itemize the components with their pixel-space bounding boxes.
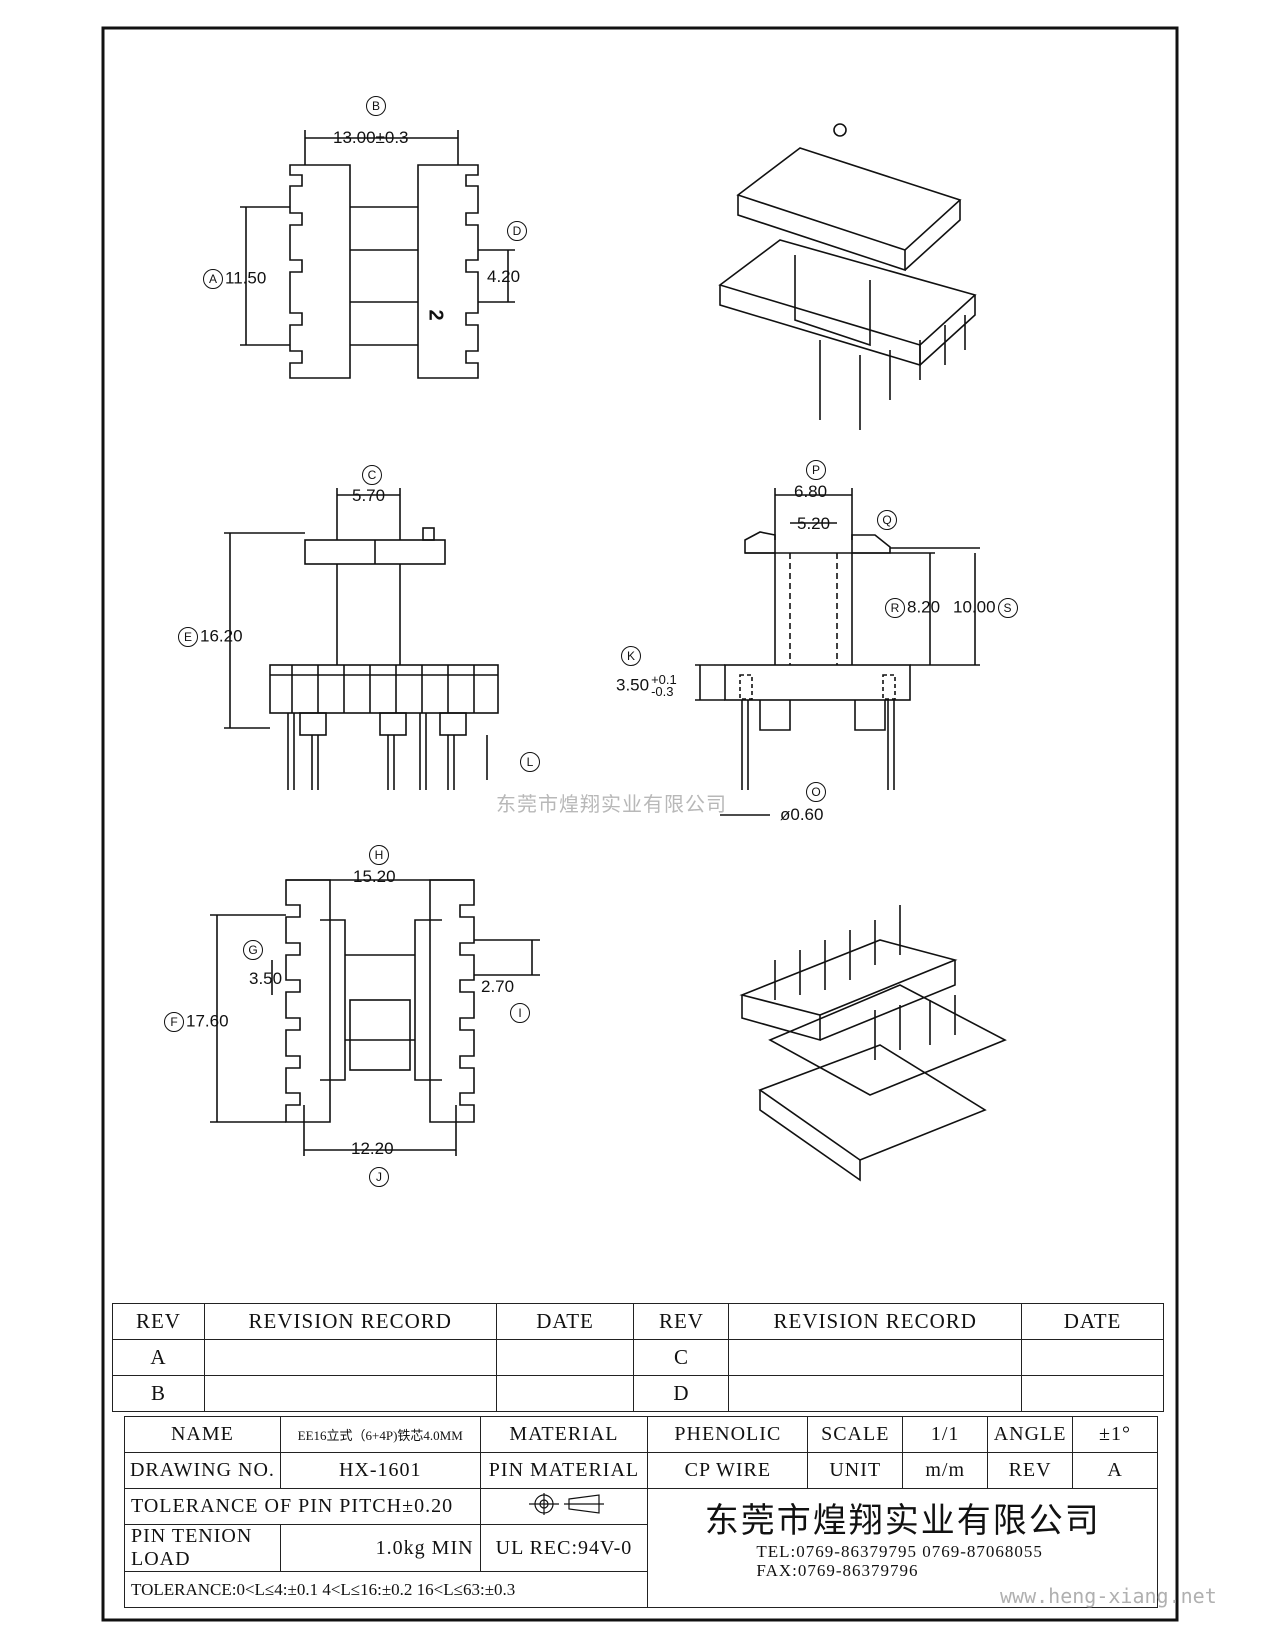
date-cell: [1021, 1375, 1164, 1412]
side-view: [695, 488, 980, 816]
revision-row: A C: [112, 1339, 1164, 1376]
part-number-mark: 2: [424, 309, 447, 321]
revision-record-cell: [203, 1339, 497, 1376]
pin-material-label: PIN MATERIAL: [479, 1452, 649, 1489]
rev-cell: D: [633, 1375, 730, 1412]
dim-p-value: 6.80: [794, 482, 828, 501]
dim-p-label: P: [806, 460, 828, 480]
dim-o-label: O: [806, 782, 828, 802]
dim-b-value: 13.00±0.3: [333, 128, 409, 147]
revision-record-cell: [728, 1375, 1023, 1412]
rev-cell: C: [633, 1339, 730, 1376]
revision-record-header: REVISION RECORD: [203, 1303, 497, 1340]
company-watermark: 东莞市煌翔实业有限公司: [496, 792, 727, 816]
revision-table: REV REVISION RECORD DATE REV REVISION RE…: [112, 1303, 1164, 1412]
scale-label: SCALE: [807, 1416, 904, 1453]
dim-l-label: L: [520, 752, 542, 772]
date-cell: [1021, 1339, 1164, 1376]
dim-b-label: B: [366, 96, 388, 116]
dim-h-label: H: [369, 845, 391, 865]
revision-header-row: REV REVISION RECORD DATE REV REVISION RE…: [112, 1303, 1164, 1340]
rev-header: REV: [112, 1303, 205, 1340]
dim-k-value: 3.50+0.1-0.3: [616, 672, 677, 699]
bottom-view: [210, 879, 540, 1156]
unit-label: UNIT: [807, 1452, 904, 1489]
rev-label: REV: [987, 1452, 1074, 1489]
date-cell: [495, 1339, 635, 1376]
scale-value: 1/1: [902, 1416, 989, 1453]
isometric-view-top: [718, 123, 977, 430]
pin-tension-value: 1.0kg MIN: [279, 1524, 481, 1572]
date-header: DATE: [495, 1303, 635, 1340]
company-block: 东莞市煌翔实业有限公司 TEL:0769-86379795 0769-87068…: [647, 1488, 1158, 1608]
pin-tension-label: PIN TENION LOAD: [124, 1524, 281, 1572]
name-label: NAME: [124, 1416, 281, 1453]
rev-cell: B: [112, 1375, 205, 1412]
pin-pitch-tolerance: TOLERANCE OF PIN PITCH±0.20: [124, 1488, 481, 1525]
drawing-no-label: DRAWING NO.: [124, 1452, 281, 1489]
dim-c-label: C: [362, 465, 384, 485]
angle-value: ±1°: [1072, 1416, 1158, 1453]
name-value: EE16立式（6+4P)铁芯4.0MM: [279, 1416, 481, 1453]
company-fax: FAX:0769-86379796: [756, 1561, 919, 1580]
dim-o-value: ø0.60: [780, 805, 824, 824]
drawing-no-value: HX-1601: [279, 1452, 481, 1489]
date-cell: [495, 1375, 635, 1412]
isometric-view-bottom: [739, 905, 1007, 1182]
top-view: [240, 130, 515, 379]
rev-value: A: [1072, 1452, 1158, 1489]
revision-row: B D: [112, 1375, 1164, 1412]
date-header: DATE: [1021, 1303, 1164, 1340]
unit-value: m/m: [902, 1452, 989, 1489]
tolerance-line: TOLERANCE:0<L≤4:±0.1 4<L≤16:±0.2 16<L≤63…: [123, 1571, 649, 1608]
dim-d-value: 4.20: [487, 267, 521, 286]
rev-header: REV: [633, 1303, 730, 1340]
dim-i-value: 2.70: [481, 977, 515, 996]
front-view: [224, 488, 499, 790]
pin-material-value: CP WIRE: [647, 1452, 809, 1489]
projection-icon: [528, 1492, 604, 1515]
rev-cell: A: [112, 1339, 205, 1376]
dim-i-label: I: [510, 1003, 532, 1023]
revision-record-header: REVISION RECORD: [728, 1303, 1023, 1340]
company-tel: TEL:0769-86379795 0769-87068055: [756, 1542, 1043, 1561]
dim-j-label: J: [369, 1167, 391, 1187]
dim-h-value: 15.20: [353, 867, 396, 886]
company-name: 东莞市煌翔实业有限公司: [704, 1501, 1101, 1541]
angle-label: ANGLE: [987, 1416, 1074, 1453]
dim-j-value: 12.20: [351, 1139, 394, 1158]
material-value: PHENOLIC: [647, 1416, 809, 1453]
website-watermark: www.heng-xiang.net: [1000, 1584, 1217, 1608]
dim-g-label: G: [243, 940, 265, 960]
dim-d-label: D: [507, 221, 529, 241]
dim-k-label: K: [621, 646, 643, 666]
dim-g-value: 3.50: [249, 969, 283, 988]
projection-symbol: [479, 1488, 649, 1525]
material-label: MATERIAL: [479, 1416, 649, 1453]
ul-rec: UL REC:94V-0: [479, 1524, 649, 1572]
dim-q-label: Q: [877, 510, 899, 530]
dim-q-value: 5.20: [797, 514, 831, 533]
revision-record-cell: [203, 1375, 497, 1412]
title-block: NAME EE16立式（6+4P)铁芯4.0MM MATERIAL PHENOL…: [123, 1416, 1158, 1608]
revision-record-cell: [728, 1339, 1023, 1376]
sheet-border: [101, 26, 1179, 1622]
dim-c-value: 5.70: [352, 486, 386, 505]
